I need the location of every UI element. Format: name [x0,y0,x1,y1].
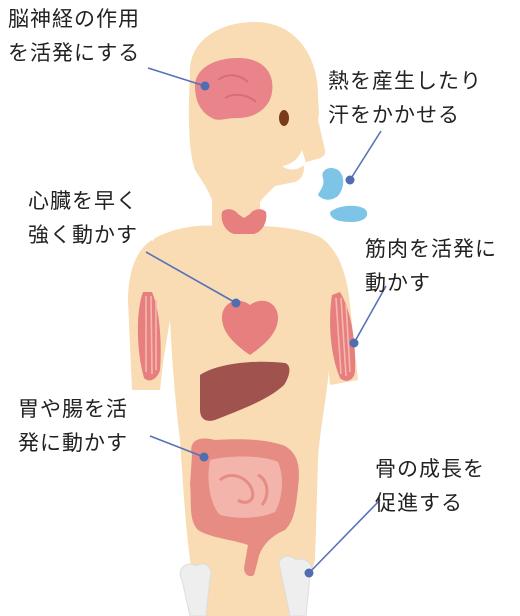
droplet-upper [318,168,343,200]
label-brain-line2: を活発にする [8,36,140,70]
label-heart-line1: 心臓を早く [28,184,138,218]
label-brain: 脳神経の作用 を活発にする [8,2,140,70]
label-brain-line1: 脳神経の作用 [8,2,140,36]
bone-left [180,564,211,616]
dot-muscle [350,339,359,348]
droplet-lower [330,206,367,222]
dot-breath [346,176,355,185]
label-gut: 胃や腸を活 発に動かす [18,392,128,460]
label-bone-line2: 促進する [375,486,485,520]
dot-heart [232,299,241,308]
label-bone-line1: 骨の成長を [375,452,485,486]
label-muscle: 筋肉を活発に 動かす [365,232,497,300]
dot-gut [200,453,209,462]
label-breath-line2: 汗をかかせる [328,98,482,132]
eye [279,110,289,126]
label-muscle-line1: 筋肉を活発に [365,232,497,266]
label-heart-line2: 強く動かす [28,218,138,252]
label-breath-line1: 熱を産生したり [328,64,482,98]
label-muscle-line2: 動かす [365,266,497,300]
label-gut-line1: 胃や腸を活 [18,392,128,426]
dot-bone [305,569,314,578]
label-heart: 心臓を早く 強く動かす [28,184,138,252]
label-gut-line2: 発に動かす [18,426,128,460]
label-bone: 骨の成長を 促進する [375,452,485,520]
dot-brain [201,82,210,91]
label-breath: 熱を産生したり 汗をかかせる [328,64,482,132]
